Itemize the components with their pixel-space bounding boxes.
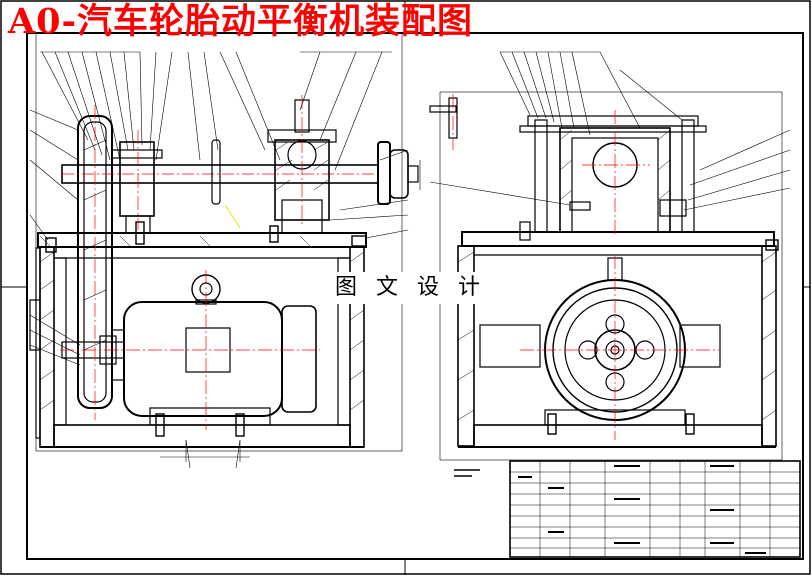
side-view xyxy=(429,91,783,461)
drawing-title: A0-汽车轮胎动平衡机装配图 xyxy=(8,1,474,42)
title-block xyxy=(454,460,801,558)
side-view-leaders xyxy=(429,51,791,211)
watermark-stamp: 图 文 设 计 xyxy=(335,272,481,304)
front-view xyxy=(29,32,421,462)
front-view-leaders xyxy=(29,51,409,469)
